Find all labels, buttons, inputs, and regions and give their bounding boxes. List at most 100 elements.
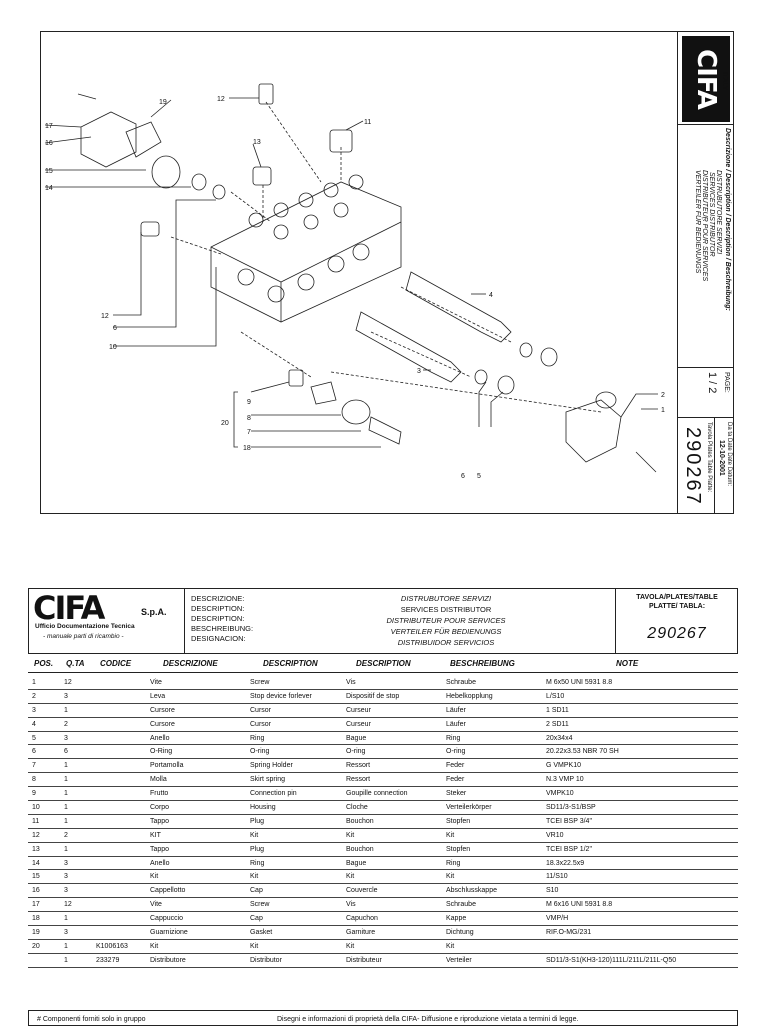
svg-text:7: 7 bbox=[247, 429, 251, 436]
cell-pos: 6 bbox=[32, 748, 36, 756]
cell-desc-it: Anello bbox=[150, 859, 170, 867]
cell-pos: 19 bbox=[32, 929, 40, 937]
cifa-logo: CIFA bbox=[33, 589, 105, 627]
cell-desc-fr: Kit bbox=[346, 873, 355, 881]
title-block: CIFA ITALY Descrizione / Description / D… bbox=[677, 32, 734, 513]
cell-pos: 10 bbox=[32, 804, 40, 812]
cell-desc-it: Vite bbox=[150, 679, 162, 686]
cell-desc-fr: Curseur bbox=[346, 720, 371, 728]
cell-pos: 1 bbox=[32, 679, 36, 686]
cell-code: K1006163 bbox=[96, 942, 128, 950]
cell-desc-en: Screw bbox=[250, 679, 270, 686]
cell-desc-it: Tappo bbox=[150, 817, 170, 825]
footer-legal: Disegni e informazioni di proprietà dell… bbox=[277, 1016, 579, 1023]
cell-pos: 15 bbox=[32, 873, 40, 881]
cell-note: SD11/3-S1(KH3-120)111L/211L/211L-Q50 bbox=[546, 956, 677, 964]
cell-desc-de: Verteiler bbox=[446, 956, 472, 964]
svg-text:15: 15 bbox=[45, 168, 53, 175]
cell-pos: 13 bbox=[32, 845, 40, 853]
cell-desc-it: Leva bbox=[150, 692, 166, 700]
cell-desc-en: Ring bbox=[250, 859, 265, 867]
page-label: PAGE: bbox=[723, 372, 730, 393]
cell-pos: 12 bbox=[32, 831, 40, 839]
cell-desc-de: Ring bbox=[446, 734, 461, 742]
cell-qty: 3 bbox=[64, 692, 68, 700]
cell-qty: 1 bbox=[64, 706, 68, 714]
svg-text:10: 10 bbox=[109, 344, 117, 351]
cell-note: L/S10 bbox=[546, 692, 565, 700]
cell-desc-de: Läufer bbox=[446, 706, 466, 714]
cell-desc-de: Kit bbox=[446, 831, 455, 839]
col-pos: POS. bbox=[34, 659, 54, 668]
cell-desc-de: Feder bbox=[446, 776, 465, 784]
cell-desc-de: Kit bbox=[446, 942, 455, 950]
cell-desc-en: Cursor bbox=[250, 720, 272, 728]
cell-desc-fr: Kit bbox=[346, 942, 355, 950]
col-note: NOTE bbox=[616, 659, 639, 668]
cell-qty: 12 bbox=[64, 679, 72, 686]
col-desc-fr: DESCRIPTION bbox=[356, 659, 411, 668]
cell-qty: 3 bbox=[64, 929, 68, 937]
cell-desc-fr: Capuchon bbox=[346, 915, 378, 923]
cell-desc-it: Kit bbox=[150, 942, 159, 950]
cell-desc-de: Stopfen bbox=[446, 845, 471, 853]
cell-desc-fr: Curseur bbox=[346, 706, 371, 714]
svg-text:2: 2 bbox=[661, 392, 665, 399]
svg-text:1: 1 bbox=[661, 407, 665, 414]
cell-desc-it: Kit bbox=[150, 873, 159, 881]
cell-desc-it: Frutto bbox=[150, 790, 169, 798]
col-desc-it: DESCRIZIONE bbox=[163, 659, 218, 668]
cell-note: VMP/H bbox=[546, 915, 569, 923]
cell-note: S10 bbox=[546, 887, 559, 895]
svg-text:11: 11 bbox=[364, 119, 371, 126]
svg-text:12: 12 bbox=[101, 313, 109, 320]
svg-text:6: 6 bbox=[113, 325, 117, 332]
country-label: ITALY bbox=[721, 72, 728, 91]
svg-text:13: 13 bbox=[253, 139, 261, 146]
cell-pos: 8 bbox=[32, 776, 36, 784]
cell-desc-de: Kit bbox=[446, 873, 455, 881]
cell-qty: 1 bbox=[64, 817, 68, 825]
cell-desc-de: Hebelkopplung bbox=[446, 692, 493, 700]
cell-pos: 3 bbox=[32, 706, 36, 714]
cell-pos: 7 bbox=[32, 762, 36, 770]
cell-desc-en: Connection pin bbox=[250, 790, 297, 798]
cell-desc-it: Anello bbox=[150, 734, 170, 742]
cell-note: 1 SD11 bbox=[546, 706, 569, 714]
footer-note: # Componenti forniti solo in gruppo bbox=[37, 1016, 146, 1023]
cell-desc-fr: O-ring bbox=[346, 748, 366, 756]
cell-note: 18.3x22.5x9 bbox=[546, 859, 585, 867]
page-value: 1 / 2 bbox=[706, 372, 718, 394]
svg-text:8: 8 bbox=[247, 415, 251, 422]
cell-desc-it: Cursore bbox=[150, 720, 175, 728]
svg-text:17: 17 bbox=[45, 123, 53, 130]
cell-desc-de: Stopfen bbox=[446, 817, 471, 825]
col-desc-en: DESCRIPTION bbox=[263, 659, 318, 668]
cell-desc-de: Steker bbox=[446, 790, 467, 798]
cell-desc-fr: Bague bbox=[346, 859, 367, 867]
plate-label: Tavola Plates Table Platte: bbox=[706, 422, 712, 493]
cell-note: VMPK10 bbox=[546, 790, 574, 798]
svg-text:19: 19 bbox=[159, 99, 167, 106]
cell-desc-fr: Dispositif de stop bbox=[346, 692, 400, 700]
cell-pos: 14 bbox=[32, 859, 40, 867]
cell-desc-de: O-ring bbox=[446, 748, 466, 756]
svg-text:18: 18 bbox=[243, 445, 251, 452]
svg-text:14: 14 bbox=[45, 185, 53, 192]
cell-desc-en: Kit bbox=[250, 873, 259, 881]
svg-text:3: 3 bbox=[417, 368, 421, 375]
cell-desc-fr: Bouchon bbox=[346, 845, 374, 853]
cell-desc-it: Cursore bbox=[150, 706, 175, 714]
svg-text:6: 6 bbox=[461, 473, 465, 480]
cell-note: TCEI BSP 1/2" bbox=[546, 845, 592, 853]
